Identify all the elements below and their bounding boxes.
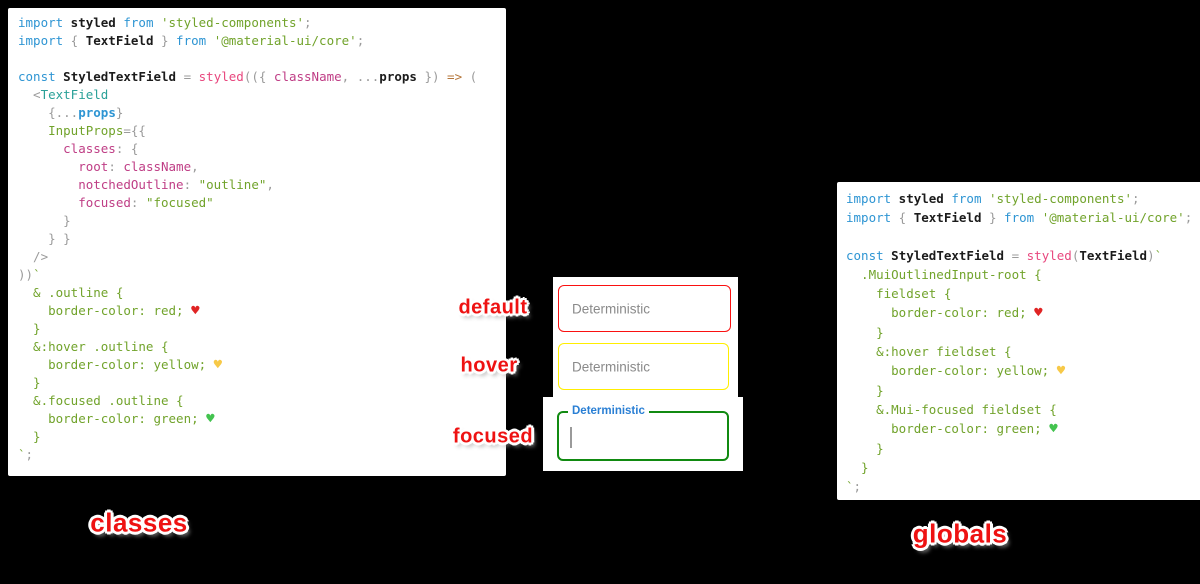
annotation-hover: hover [460,354,518,377]
textfield-default-placeholder: Deterministic [572,301,651,316]
code-line: InputProps={{ [18,123,146,138]
code-line: root: className, [18,159,199,174]
code-line: `; [18,447,34,462]
textfield-default[interactable]: Deterministic [558,285,731,332]
code-line: import styled from 'styled-components'; [846,191,1140,206]
code-line: } [18,213,71,228]
code-line: } } [18,231,71,246]
code-line: &:hover fieldset { [846,344,1012,359]
code-line: /> [18,249,49,264]
code-line [846,227,1200,246]
code-line: import { TextField } from '@material-ui/… [18,33,365,48]
code-line: const StyledTextField = styled(({ classN… [18,69,478,84]
code-line: } [846,383,884,398]
code-line: border-color: green; ♥ [846,421,1058,437]
code-line: <TextField [18,87,109,102]
textfield-focused-card: Deterministic [543,397,743,471]
code-line: import styled from 'styled-components'; [18,15,312,30]
annotation-globals: globals [912,518,1008,549]
textfield-focused[interactable]: Deterministic [557,404,729,461]
annotation-default: default [458,296,528,319]
code-line: classes: { [18,141,139,156]
code-line: border-color: yellow; ♥ [846,363,1066,379]
code-line: } [18,321,41,336]
code-line: } [846,460,869,475]
code-line: } [846,325,884,340]
code-line: border-color: red; ♥ [846,305,1043,321]
code-line: } [18,375,41,390]
textfield-hover-placeholder: Deterministic [572,359,651,374]
text-cursor [570,427,572,448]
textfield-hover[interactable]: Deterministic [558,343,729,390]
textfield-focused-label: Deterministic [568,404,649,419]
code-line: &:hover .outline { [18,339,169,354]
annotation-classes: classes [90,507,188,538]
code-line: border-color: red; ♥ [18,303,200,319]
code-block-globals: import styled from 'styled-components'; i… [837,182,1200,500]
code-line: import { TextField } from '@material-ui/… [846,210,1193,225]
code-line: const StyledTextField = styled(TextField… [846,248,1163,263]
code-line: .MuiOutlinedInput-root { [846,267,1042,282]
code-line: &.Mui-focused fieldset { [846,402,1057,417]
code-line: fieldset { [846,286,952,301]
textfield-demo-card: Deterministic Deterministic [553,277,738,397]
code-line: ))` [18,267,41,282]
code-line: `; [846,479,862,494]
code-line: border-color: green; ♥ [18,411,215,427]
code-line: & .outline { [18,285,124,300]
code-line: } [846,441,884,456]
code-line: notchedOutline: "outline", [18,177,274,192]
code-block-classes: import styled from 'styled-components'; i… [8,8,506,476]
code-line: focused: "focused" [18,195,214,210]
code-line: border-color: yellow; ♥ [18,357,223,373]
annotation-focused: focused [452,425,534,448]
code-line [18,50,506,68]
code-line: &.focused .outline { [18,393,184,408]
code-line: {...props} [18,105,124,120]
code-line: } [18,429,41,444]
